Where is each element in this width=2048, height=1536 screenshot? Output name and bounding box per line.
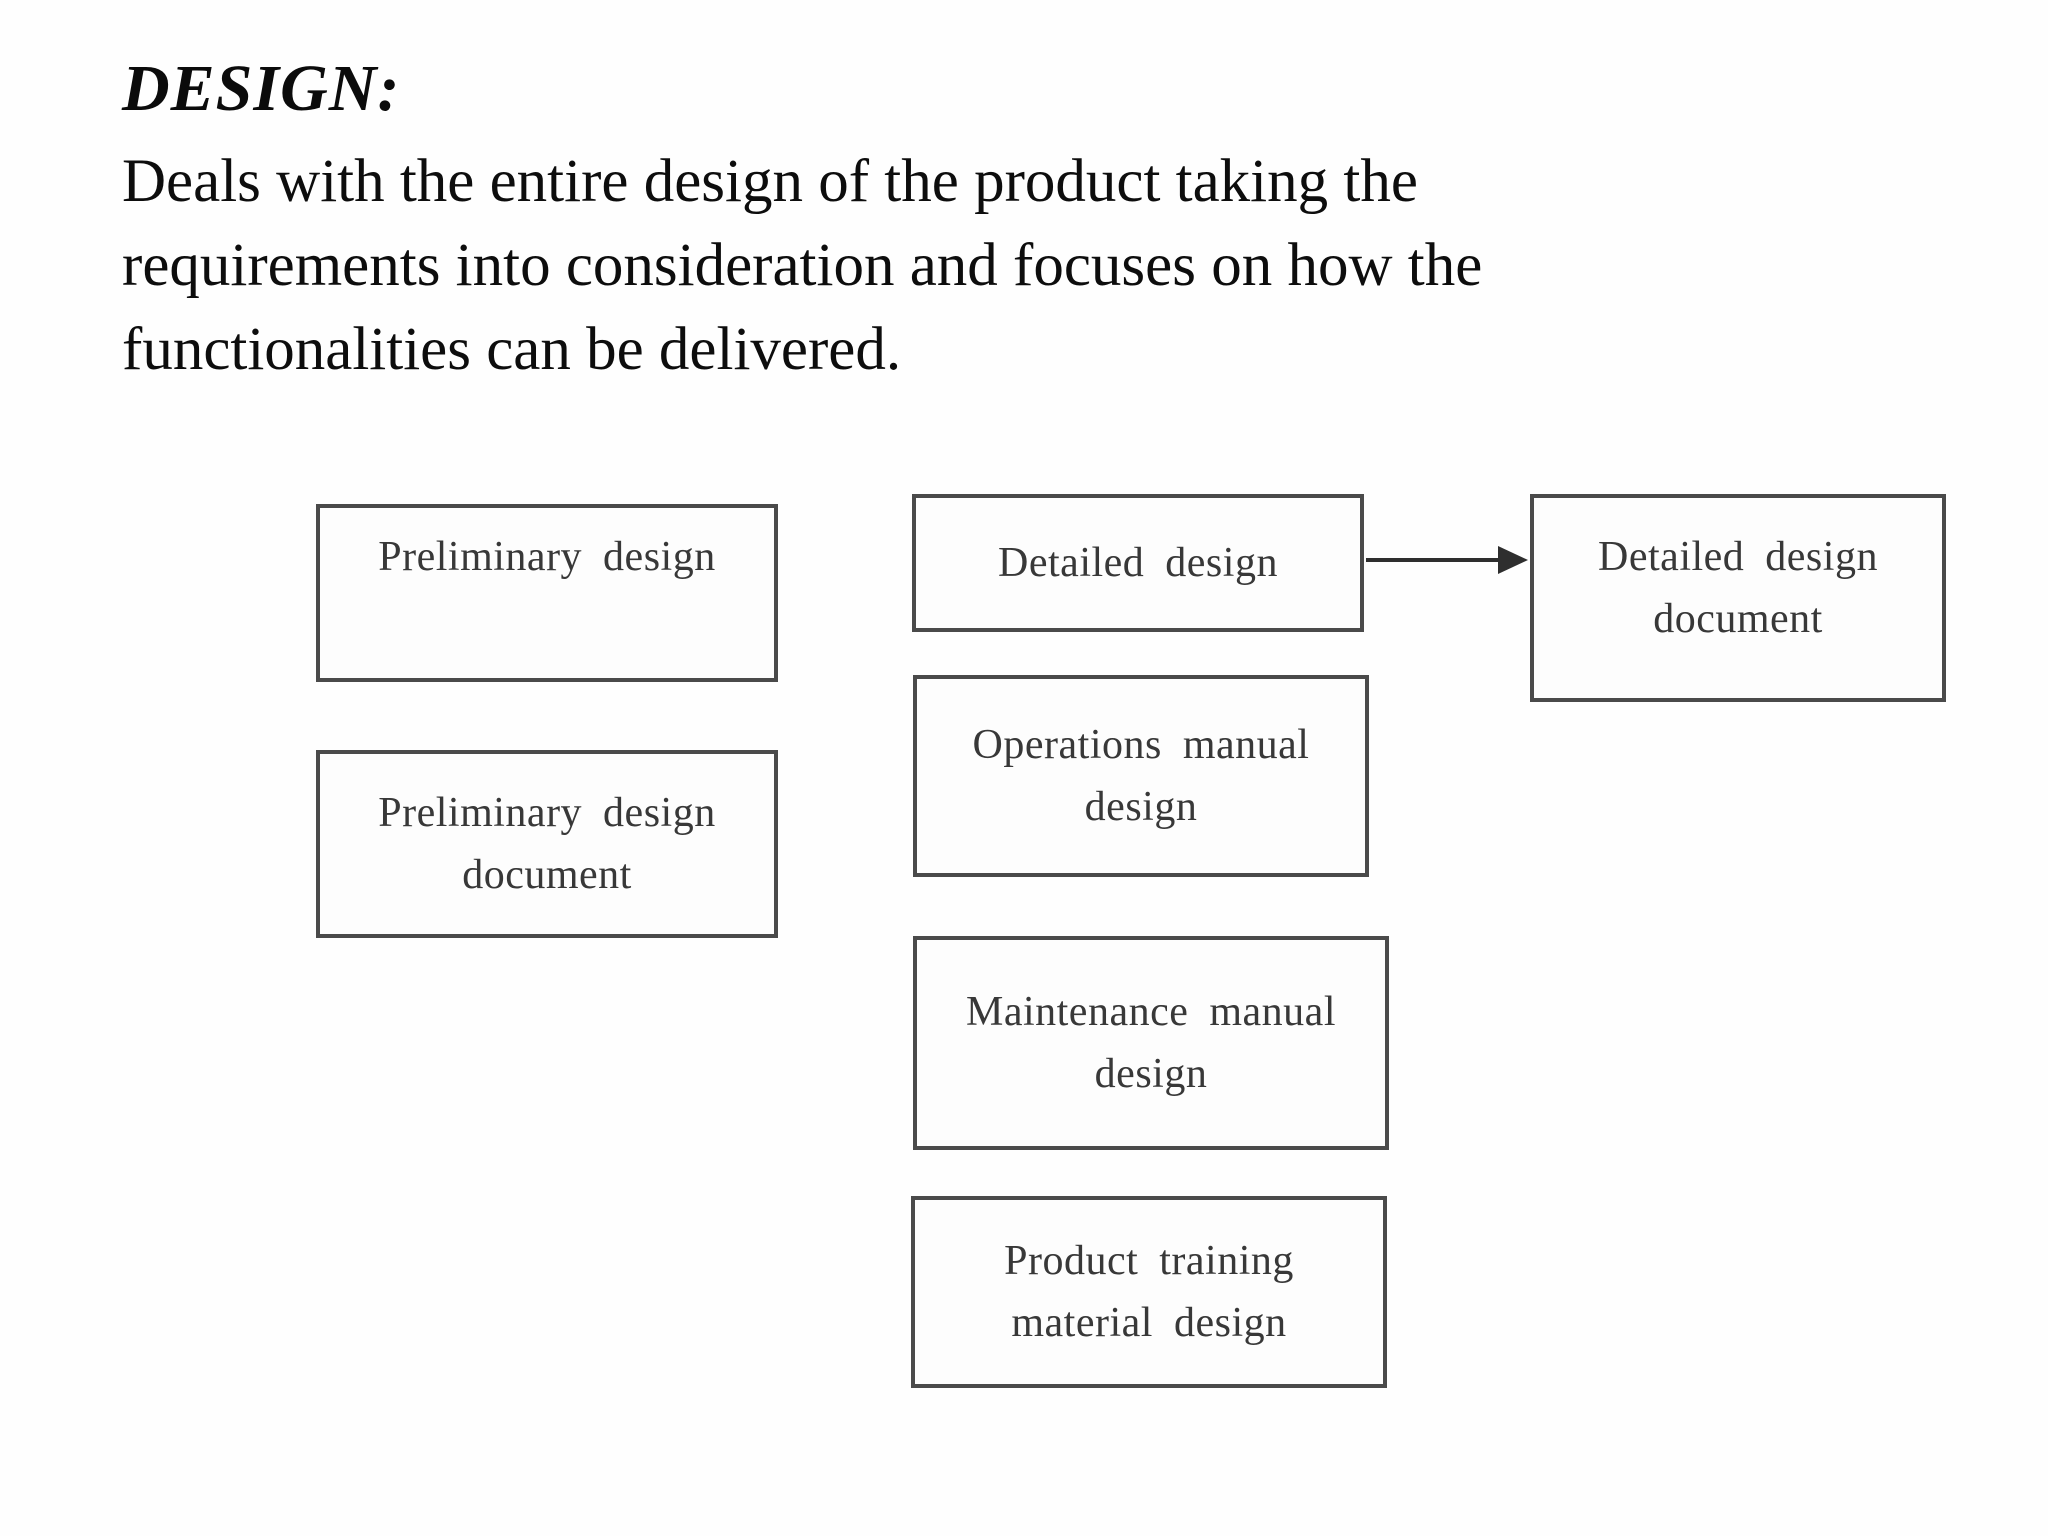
box-maintenance-manual-design: Maintenance manual design (913, 936, 1389, 1150)
box-detailed-design: Detailed design (912, 494, 1364, 632)
paragraph-line: requirements into consideration and focu… (122, 232, 1483, 299)
box-label: Detailed design (1598, 534, 1878, 580)
box-preliminary-design: Preliminary design (316, 504, 778, 682)
box-label: design (1084, 784, 1198, 830)
box-label: material design (1011, 1300, 1287, 1346)
box-detailed-design-document: Detailed design document (1530, 494, 1946, 702)
box-label: document (1653, 596, 1823, 642)
paragraph-line: Deals with the entire design of the prod… (122, 148, 1418, 215)
intro-paragraph: Deals with the entire design of the prod… (122, 140, 1822, 392)
box-label: Product training (1004, 1238, 1294, 1284)
box-label: Operations manual (972, 722, 1310, 768)
arrow-head-icon (1498, 546, 1528, 574)
box-label: document (462, 852, 632, 898)
paragraph-line: functionalities can be delivered. (122, 316, 902, 383)
box-operations-manual-design: Operations manual design (913, 675, 1369, 877)
box-product-training-material-design: Product training material design (911, 1196, 1387, 1388)
box-label: Maintenance manual (965, 989, 1336, 1035)
box-label: Preliminary design (378, 534, 716, 580)
box-preliminary-design-document: Preliminary design document (316, 750, 778, 938)
box-label: design (1094, 1051, 1208, 1097)
arrow-shaft-detailed-design-to-document (1366, 558, 1500, 562)
page-title: DESIGN: (122, 52, 401, 125)
box-label: Preliminary design (378, 790, 716, 836)
box-label: Detailed design (998, 540, 1278, 586)
